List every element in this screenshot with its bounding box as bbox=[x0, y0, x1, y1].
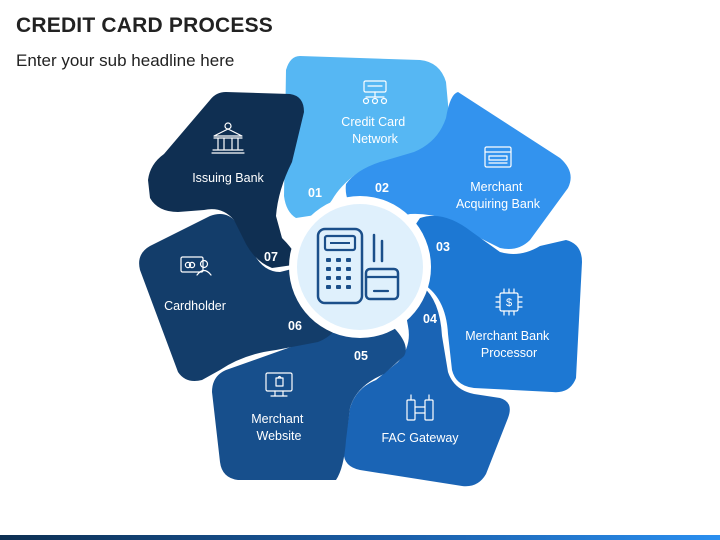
segment-02-label-line-1: Merchant bbox=[470, 180, 523, 194]
segment-04-fac-gateway[interactable]: FAC Gateway 04 bbox=[343, 285, 510, 487]
segment-01-number: 01 bbox=[308, 186, 322, 200]
monitor-shopping-icon bbox=[265, 372, 293, 397]
center-hub bbox=[289, 196, 431, 338]
segment-01-label-line-2: Network bbox=[352, 132, 399, 146]
segment-04-shape bbox=[343, 285, 510, 487]
segment-01-credit-card-network[interactable]: Credit Card Network 01 bbox=[284, 56, 449, 218]
segment-03-label-line-1: Merchant Bank bbox=[465, 329, 550, 343]
segment-07-number: 07 bbox=[264, 250, 278, 264]
segment-03-merchant-bank-processor[interactable]: $ Merchant Bank Processor 03 bbox=[404, 215, 582, 393]
svg-text:Merchant Website: Merchant Website bbox=[251, 412, 307, 443]
segment-07-label-line-1: Issuing Bank bbox=[192, 171, 264, 185]
processor-chip-icon: $ bbox=[495, 288, 523, 316]
svg-text:Issuing Bank: Issuing Bank bbox=[192, 171, 264, 185]
svg-text:Merchant Bank Processor: Merchant Bank Processor bbox=[465, 329, 553, 360]
segment-05-label-line-2: Website bbox=[257, 429, 302, 443]
segment-05-shape bbox=[212, 316, 406, 480]
segment-02-label-line-2: Acquiring Bank bbox=[456, 197, 541, 211]
network-icon bbox=[362, 80, 388, 105]
svg-text:FAC Gateway: FAC Gateway bbox=[381, 431, 459, 445]
segment-04-number: 04 bbox=[423, 312, 437, 326]
segment-05-merchant-website[interactable]: Merchant Website 05 bbox=[212, 316, 406, 480]
gateway-icon bbox=[406, 394, 434, 421]
segment-06-shape bbox=[139, 214, 338, 381]
segment-05-number: 05 bbox=[354, 349, 368, 363]
svg-text:Cardholder: Cardholder bbox=[164, 299, 226, 313]
segment-04-label-line-1: FAC Gateway bbox=[381, 431, 459, 445]
segment-02-number: 02 bbox=[375, 181, 389, 195]
segment-01-label-line-1: Credit Card bbox=[341, 115, 405, 129]
center-circle bbox=[297, 204, 423, 330]
segment-06-cardholder[interactable]: Cardholder 06 bbox=[139, 214, 338, 381]
segment-03-shape bbox=[404, 215, 582, 393]
page-title: CREDIT CARD PROCESS bbox=[16, 14, 273, 37]
segment-05-label-line-1: Merchant bbox=[251, 412, 304, 426]
page-subtitle: Enter your sub headline here bbox=[16, 51, 235, 70]
segment-06-label-line-1: Cardholder bbox=[164, 299, 226, 313]
bottom-accent-bar bbox=[0, 535, 720, 540]
svg-text:Merchant Acquiring Bank: Merchant Acquiring Bank bbox=[456, 180, 541, 211]
person-card-icon bbox=[180, 256, 212, 276]
svg-text:Credit Card Network: Credit Card Network bbox=[341, 115, 408, 146]
segment-07-shape bbox=[148, 92, 304, 268]
segment-03-label-line-2: Processor bbox=[481, 346, 537, 360]
bank-building-icon bbox=[211, 122, 245, 154]
browser-window-icon bbox=[484, 146, 512, 168]
card-terminal-icon bbox=[316, 227, 400, 305]
segment-03-number: 03 bbox=[436, 240, 450, 254]
segment-01-shape bbox=[284, 56, 449, 218]
svg-text:$: $ bbox=[506, 297, 512, 309]
segment-06-number: 06 bbox=[288, 319, 302, 333]
segment-07-issuing-bank[interactable]: Issuing Bank 07 bbox=[148, 92, 304, 268]
